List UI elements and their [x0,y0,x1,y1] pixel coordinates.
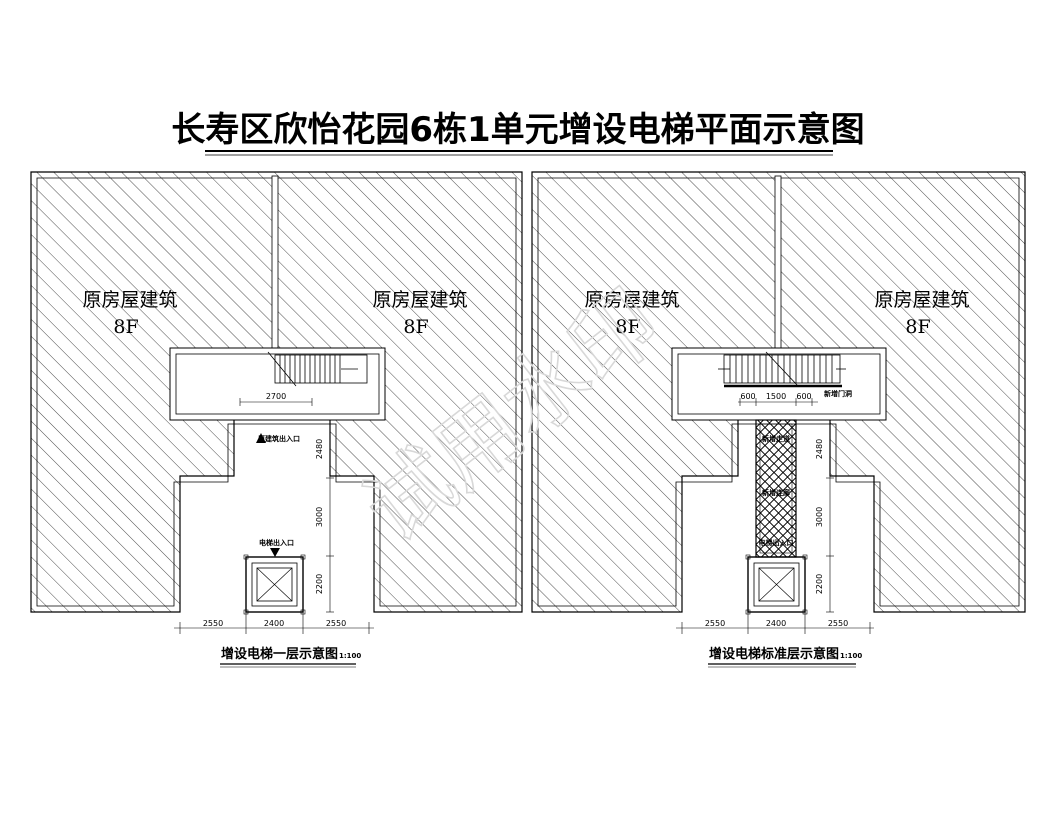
vertical-dimensions [826,419,834,613]
floor-label-right: 8F [905,316,930,338]
hdim-left: 2550 [203,619,223,628]
vdim-mid: 3000 [315,507,324,527]
elevator-shaft [243,554,306,615]
elevator-entrance-arrow [270,548,280,557]
floor-label-left: 8F [615,316,640,338]
horizontal-dimensions [676,612,874,634]
building-label-left: 原房屋建筑 [584,289,679,311]
hdim-center: 2400 [264,619,284,628]
hdim-left: 2550 [705,619,725,628]
existing-entrance-label: 原建筑出入口 [258,434,300,443]
entrance-arrow-up [256,433,266,443]
stair [267,351,368,387]
door-dim-right: 600 [796,392,811,401]
new-door-label: 新增门洞 [824,389,852,398]
drawing-title: 长寿区欣怡花园6栋1单元增设电梯平面示意图 [171,110,864,150]
elevator-entrance-label: 电梯出入口 [259,538,294,547]
vdim-mid: 3000 [815,507,824,527]
floor-label-right: 8F [403,316,428,338]
elevator-shaft [745,554,808,615]
hdim-right: 2550 [828,619,848,628]
floor-label-left: 8F [113,316,138,338]
existing-building-inner-outline [537,177,1020,607]
stair-hall [671,347,887,421]
vdim-top: 2480 [315,439,324,459]
caption-ground-floor: 增设电梯一层示意图1:100 [221,646,361,662]
new-corridor [755,419,797,558]
vdim-bot: 2200 [815,574,824,594]
door-dimensions [738,398,818,406]
stair-hall [169,347,386,421]
door-dim-left: 600 [740,392,755,401]
corridor-label-bot: 电梯出入口 [759,538,794,547]
corridor-label-top: 新增走道 [762,434,790,443]
vdim-bot: 2200 [315,574,324,594]
horizontal-dimensions [174,612,374,634]
caption-typical-floor: 增设电梯标准层示意图1:100 [709,646,862,662]
corridor-label-mid: 新增连廊 [762,488,790,497]
stair-width-label: 2700 [266,392,286,401]
vertical-dimensions [326,419,334,613]
building-label-right: 原房屋建筑 [874,289,969,311]
hdim-center: 2400 [766,619,786,628]
vdim-top: 2480 [815,439,824,459]
existing-building-inner-outline [36,177,517,607]
ground-floor-plan: 2700 原房屋建筑 8F 原房屋建筑 8F 原建筑出入口 电梯出入口 [30,171,523,668]
building-label-left: 原房屋建筑 [82,289,177,311]
stair-width-dimension [239,398,313,406]
stair [718,351,846,387]
hdim-right: 2550 [326,619,346,628]
building-label-right: 原房屋建筑 [372,289,467,311]
door-dim-center: 1500 [766,392,786,401]
typical-floor-plan: 600 1500 600 新增门洞 原房屋建筑 8F 原房屋建筑 8F 新增走道… [531,171,1026,668]
